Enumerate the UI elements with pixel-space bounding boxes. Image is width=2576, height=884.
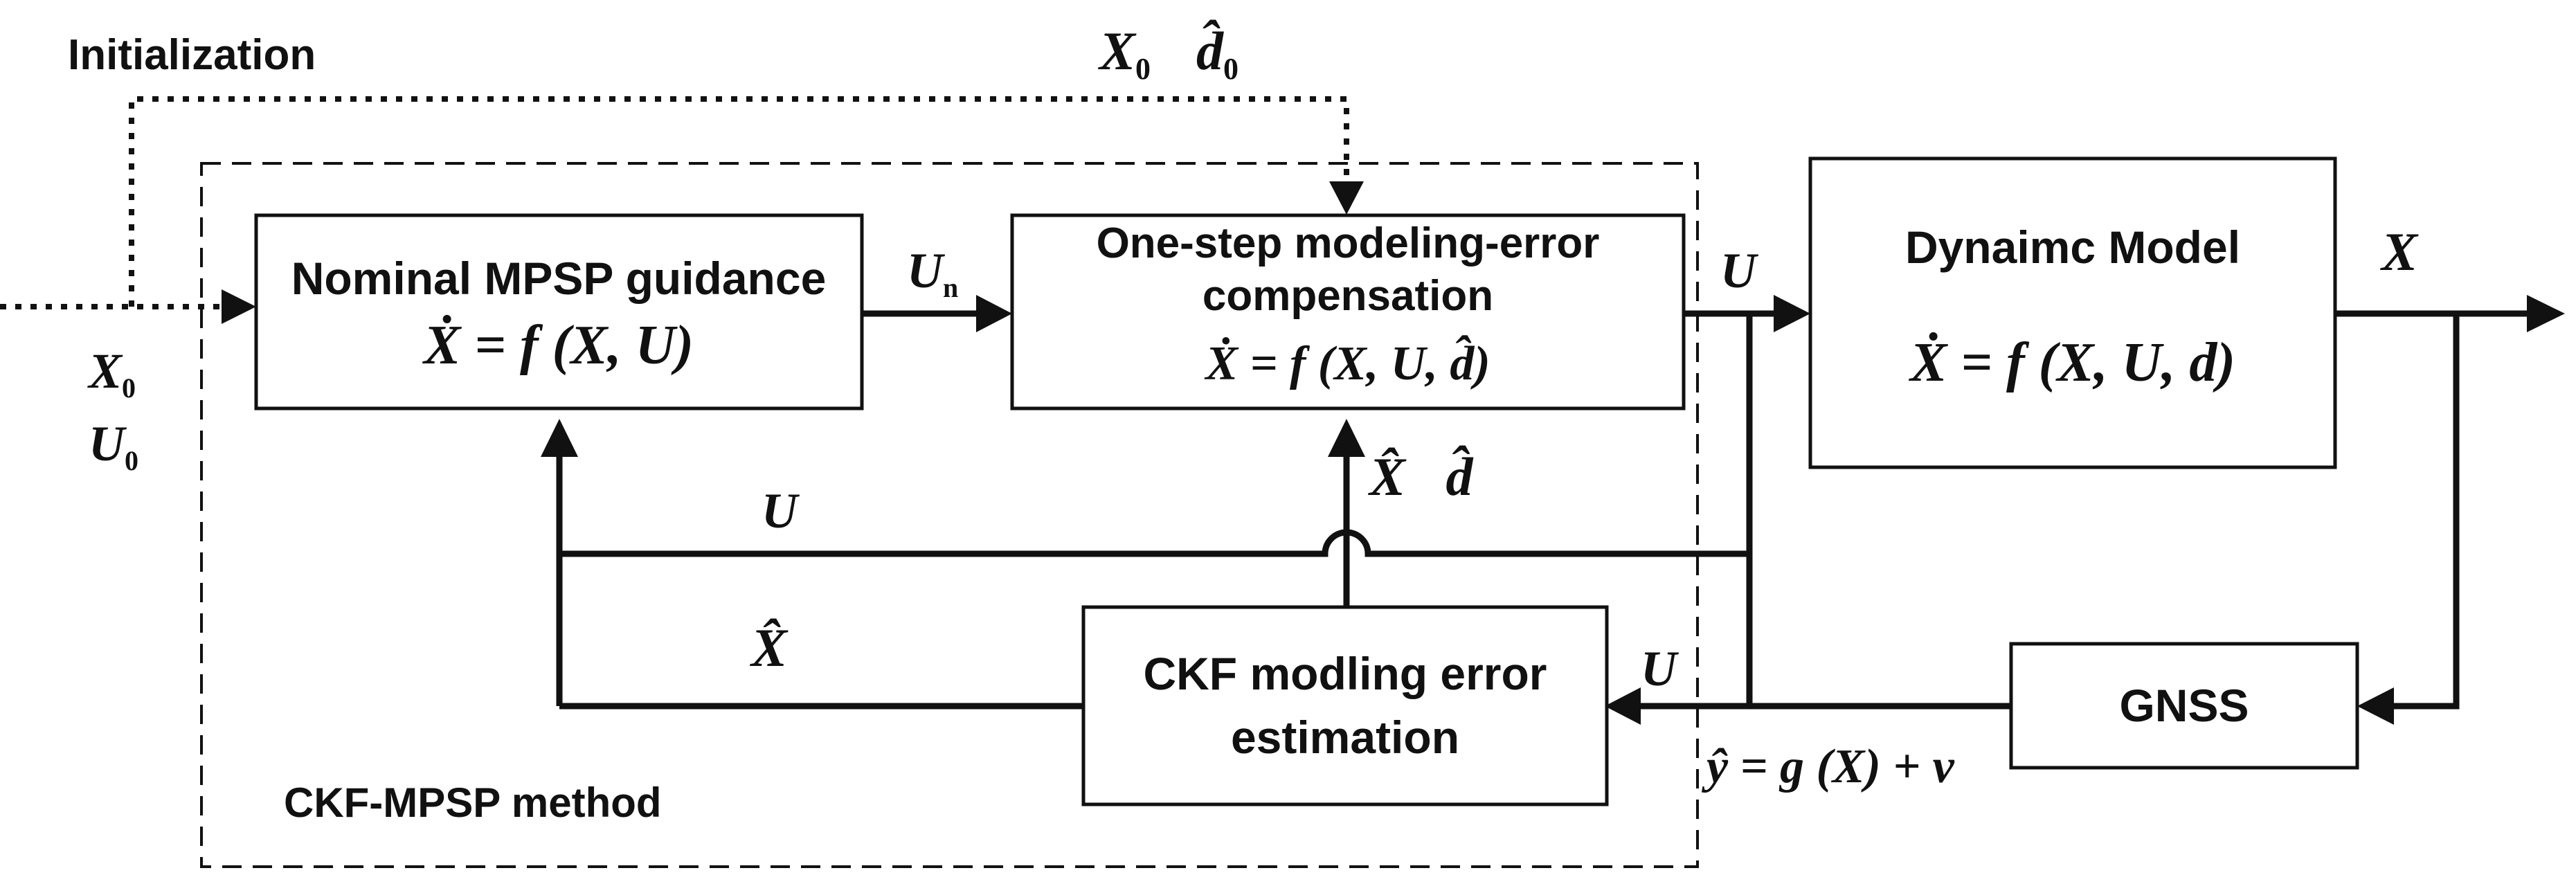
method-label: CKF-MPSP method xyxy=(284,779,662,826)
compensation-title-line1: One-step modeling-error xyxy=(1097,219,1600,267)
method-boundary xyxy=(200,162,1699,868)
x-to-gnss-arrowhead xyxy=(2357,687,2394,725)
input-arrowhead xyxy=(222,289,256,324)
dynamic-model-title: Dynaimc Model xyxy=(1905,222,2240,273)
x-to-gnss-line xyxy=(2387,314,2460,710)
ckf-title-line2: estimation xyxy=(1231,712,1459,763)
x0-input-label: X0 xyxy=(87,343,136,404)
ckf-title-line1: CKF modling error xyxy=(1143,648,1547,699)
d0-top-label: d̂0 xyxy=(1196,19,1239,86)
u-feedback-label: U xyxy=(762,483,800,539)
initialization-dotted-path xyxy=(129,96,1349,307)
u-to-dynamic-arrowhead xyxy=(1774,295,1810,332)
compensation-title-line2: compensation xyxy=(1203,272,1493,320)
dynamic-model-equation: Ẋ = f (X, U, d) xyxy=(1908,332,2235,393)
dynamic-model-block xyxy=(1808,156,2337,469)
xhat-feedback-label: X̂ xyxy=(750,617,789,678)
initialization-label: Initialization xyxy=(68,31,316,79)
u-mid-label: U xyxy=(1720,243,1759,298)
xhat-dhat-label: X̂ d̂ xyxy=(1368,445,1474,507)
ckf-block xyxy=(1081,605,1609,806)
nominal-guidance-title: Nominal MPSP guidance xyxy=(291,253,827,304)
x-output-label: X xyxy=(2380,222,2419,282)
gnss-title: GNSS xyxy=(2119,680,2249,731)
nominal-guidance-equation: Ẋ = f (X, U) xyxy=(422,314,694,376)
measurement-arrowhead xyxy=(1605,687,1641,725)
measurement-label: ŷ = g (X) + v xyxy=(1702,740,1955,793)
feedback-to-nominal-arrowhead xyxy=(541,419,578,457)
ckf-to-compensation-arrowhead xyxy=(1328,419,1365,457)
u-ckf-label: U xyxy=(1641,641,1679,696)
output-arrowhead xyxy=(2527,295,2565,332)
u0-input-label: U0 xyxy=(89,416,138,476)
u-feedback-line xyxy=(559,529,1749,557)
initialization-arrowhead xyxy=(1329,181,1364,215)
un-arrowhead xyxy=(976,295,1012,332)
nominal-guidance-block xyxy=(254,213,864,411)
x0-top-label: X0 xyxy=(1098,21,1151,86)
un-label: Un xyxy=(907,243,958,303)
compensation-equation: Ẋ = f (X, U, d̂) xyxy=(1204,336,1490,390)
